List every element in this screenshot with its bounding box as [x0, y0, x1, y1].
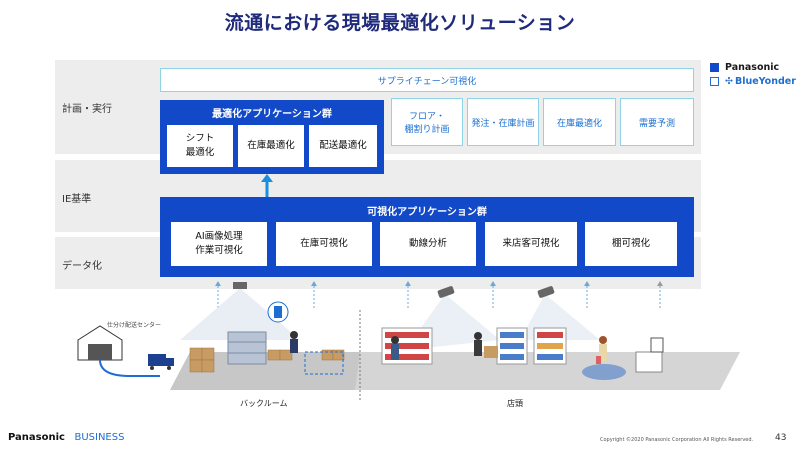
- opt-item-delivery: 配送最適化: [309, 125, 377, 167]
- by-app-inventory-opt: 在庫最適化: [543, 98, 616, 146]
- by-app-order-inventory: 発注・在庫計画: [467, 98, 539, 146]
- camera-icon: [437, 286, 455, 298]
- vis-item-flow-analysis: 動線分析: [380, 222, 476, 266]
- row-label-planning: 計画・実行: [62, 104, 112, 115]
- legend-swatch-blueyonder: [710, 77, 719, 86]
- vis-item-shelf: 棚可視化: [585, 222, 677, 266]
- camera-icon: [233, 282, 247, 289]
- opt-item-inventory: 在庫最適化: [238, 125, 304, 167]
- copyright: Copyright ©2020 Panasonic Corporation Al…: [600, 437, 754, 443]
- by-app-demand-forecast: 需要予測: [620, 98, 694, 146]
- by-app-floor-planning: フロア・ 棚割り計画: [391, 98, 463, 146]
- legend-blueyonder: ✣ BlueYonder: [710, 76, 796, 87]
- row-label-data: データ化: [62, 261, 102, 272]
- blueyonder-logo-icon: ✣: [725, 76, 733, 87]
- supply-chain-visualization: サプライチェーン可視化: [160, 68, 694, 92]
- camera-icon: [537, 286, 555, 298]
- data-flow-arrows: [215, 281, 663, 308]
- vis-item-ai-image: AI画像処理 作業可視化: [171, 222, 267, 266]
- footer-brand-sub: BUSINESS: [74, 432, 125, 443]
- up-arrow-icon: [261, 174, 273, 197]
- warehouse-label: 仕分け配送センター: [107, 322, 162, 329]
- legend-label-panasonic: Panasonic: [725, 62, 780, 73]
- optimization-group-title: 最適化アプリケーション群: [212, 109, 332, 120]
- page-title: 流通における現場最適化ソリューション: [224, 12, 576, 34]
- page-number: 43: [775, 433, 787, 443]
- footer-brand-name: Panasonic: [8, 432, 65, 443]
- footer-brand: Panasonic BUSINESS: [8, 432, 124, 443]
- vis-item-inventory: 在庫可視化: [276, 222, 372, 266]
- truck-icon: [148, 354, 166, 366]
- backroom-shelf: [227, 331, 267, 365]
- store-scene-illustration: [77, 282, 740, 400]
- backroom-label: バックルーム: [240, 399, 288, 408]
- visualization-group-title: 可視化アプリケーション群: [367, 207, 487, 218]
- legend-panasonic: Panasonic: [710, 62, 779, 73]
- legend-label-blueyonder: BlueYonder: [734, 76, 796, 87]
- vis-item-visitor: 来店客可視化: [485, 222, 577, 266]
- opt-item-shift: シフト 最適化: [167, 125, 233, 167]
- legend-swatch-panasonic: [710, 63, 719, 72]
- row-label-ie: IE基準: [62, 194, 92, 205]
- store-label: 店頭: [507, 399, 523, 408]
